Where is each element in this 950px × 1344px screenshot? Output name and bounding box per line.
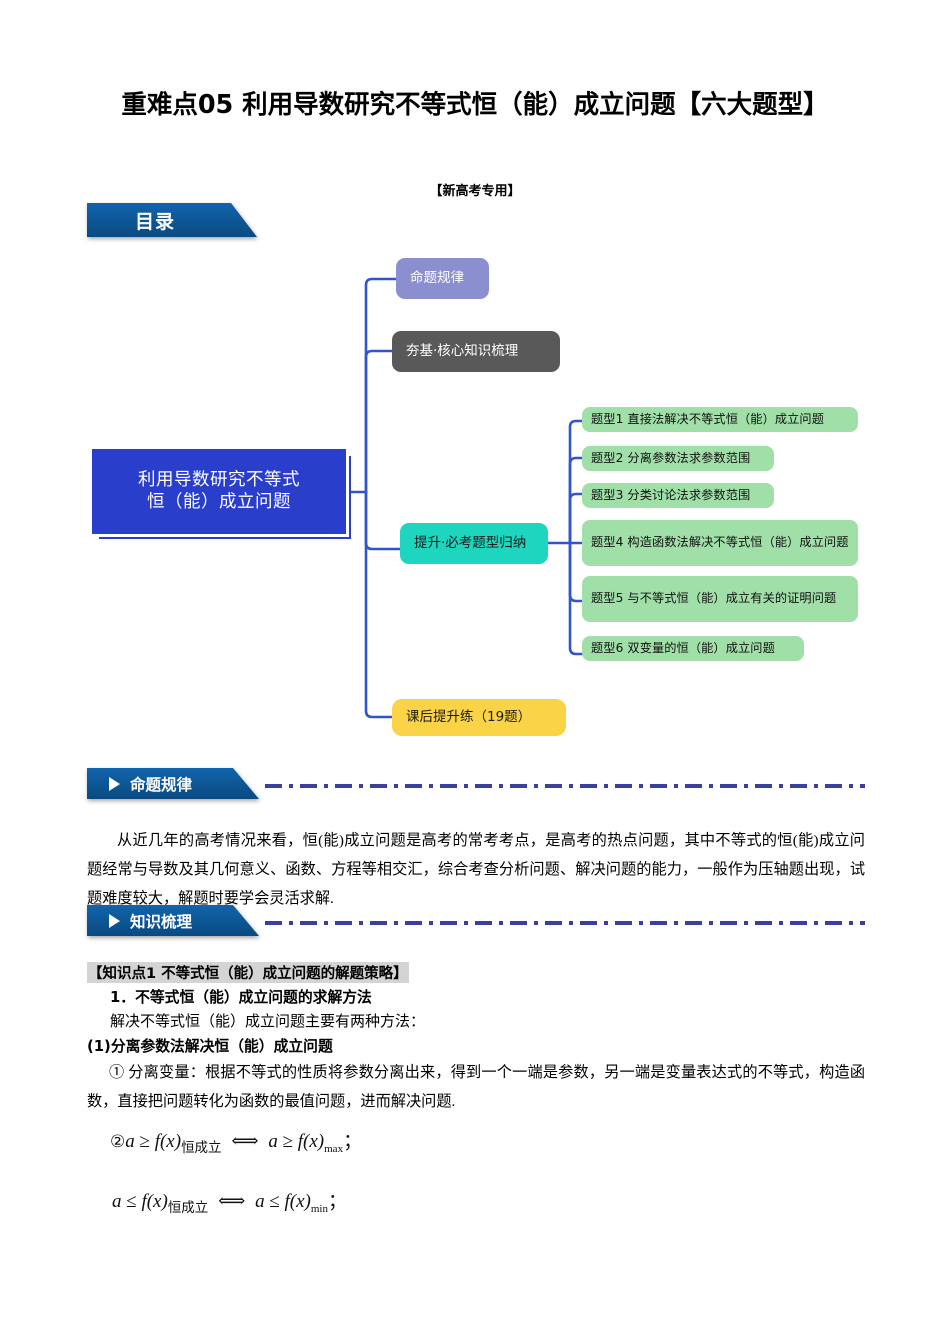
toc-banner-label: 目录 bbox=[135, 210, 176, 233]
formula-1-marker: ② bbox=[110, 1132, 126, 1151]
formula-2-rhs-rel: ≤ bbox=[269, 1191, 280, 1212]
mindmap-topic-label: 题型1 直接法解决不等式恒（能）成立问题 bbox=[591, 412, 825, 426]
mindmap-topic-5: 题型5 与不等式恒（能）成立有关的证明问题 bbox=[582, 576, 858, 622]
formula-1-rhs-fx: f(x) bbox=[297, 1131, 325, 1152]
formula-2-rhs-var: a bbox=[255, 1191, 265, 1212]
mindmap-branch-tisheng-tixing: 提升·必考题型归纳 bbox=[400, 523, 548, 564]
mindmap-branch-label: 夯基·核心知识梳理 bbox=[406, 343, 519, 360]
mindmap-topic-3: 题型3 分类讨论法求参数范围 bbox=[582, 483, 774, 509]
section-header-label: 知识梳理 bbox=[130, 912, 193, 931]
mindmap-topic-label: 题型4 构造函数法解决不等式恒（能）成立问题 bbox=[591, 535, 849, 550]
toc-banner: 目录 bbox=[87, 203, 257, 237]
section-body-mingti-guilv: 从近几年的高考情况来看，恒(能)成立问题是高考的常考考点，是高考的热点问题，其中… bbox=[87, 832, 865, 907]
formula-1-fx: f(x) bbox=[154, 1131, 182, 1152]
section-header-zhishi-shuli: 知识梳理 bbox=[87, 905, 259, 936]
formula-1-rhs-var: a bbox=[268, 1131, 278, 1152]
mindmap-topic-6: 题型6 双变量的恒（能）成立问题 bbox=[582, 636, 804, 662]
knowledge-point-title: 【知识点1 不等式恒（能）成立问题的解题策略】 bbox=[87, 962, 409, 983]
mindmap-branch-mingti-guilv: 命题规律 bbox=[396, 258, 489, 299]
formula-2-sub-cn: 恒成立 bbox=[167, 1200, 209, 1216]
formula-1-lhs-var: a bbox=[125, 1131, 135, 1152]
section-header-mingti-guilv: 命题规律 bbox=[87, 768, 259, 799]
formula-2-fx: f(x) bbox=[141, 1191, 168, 1212]
mindmap-branch-hangji-zhishi: 夯基·核心知识梳理 bbox=[392, 331, 560, 372]
formula-2: a ≤ f(x)恒成立 ⟺ a ≤ f(x)min； bbox=[112, 1186, 348, 1216]
toc-banner-shape bbox=[87, 203, 257, 237]
knowledge-line-2: 解决不等式恒（能）成立问题主要有两种方法： bbox=[110, 1014, 426, 1030]
formula-2-rhs-sub: min bbox=[310, 1203, 328, 1215]
formula-2-tail: ； bbox=[328, 1191, 348, 1212]
mindmap-topic-label: 题型3 分类讨论法求参数范围 bbox=[591, 488, 751, 502]
formula-1-arrow: ⟺ bbox=[231, 1131, 259, 1152]
mindmap-center-line1: 利用导数研究不等式 bbox=[138, 469, 300, 490]
mindmap-branch-label: 命题规律 bbox=[410, 270, 464, 287]
formula-2-rel: ≤ bbox=[126, 1191, 137, 1212]
section-header-label: 命题规律 bbox=[130, 775, 193, 794]
mindmap-center-line2: 恒（能）成立问题 bbox=[147, 491, 291, 512]
formula-1-rel: ≥ bbox=[139, 1131, 150, 1152]
play-triangle-icon bbox=[109, 913, 120, 928]
mindmap-topic-label: 题型5 与不等式恒（能）成立有关的证明问题 bbox=[591, 591, 837, 606]
formula-2-lhs-var: a bbox=[112, 1191, 122, 1212]
knowledge-paragraph: ① 分离变量：根据不等式的性质将参数分离出来，得到一个一端是参数，另一端是变量表… bbox=[87, 1064, 865, 1110]
mindmap-topic-1: 题型1 直接法解决不等式恒（能）成立问题 bbox=[582, 407, 858, 433]
mindmap-topic-label: 题型6 双变量的恒（能）成立问题 bbox=[591, 641, 775, 655]
mindmap-topic-2: 题型2 分离参数法求参数范围 bbox=[582, 446, 774, 472]
formula-1-rhs-rel: ≥ bbox=[282, 1131, 293, 1152]
document-subtitle: 【新高考专用】 bbox=[429, 184, 521, 199]
formula-2-rhs-fx: f(x) bbox=[284, 1191, 311, 1212]
knowledge-line-1: 1．不等式恒（能）成立问题的求解方法 bbox=[110, 989, 372, 1006]
mindmap-branch-label: 提升·必考题型归纳 bbox=[414, 535, 527, 552]
section-divider-dashline bbox=[265, 784, 865, 788]
play-triangle-icon bbox=[109, 776, 120, 791]
formula-1-rhs-sub: max bbox=[324, 1143, 344, 1155]
formula-1-sub-cn: 恒成立 bbox=[181, 1140, 222, 1156]
page-title: 重难点05 利用导数研究不等式恒（能）成立问题【六大题型】 bbox=[121, 90, 829, 120]
knowledge-line-3: (1)分离参数法解决恒（能）成立问题 bbox=[87, 1038, 333, 1055]
section-divider-dashline bbox=[265, 921, 865, 925]
formula-1-tail: ； bbox=[343, 1131, 363, 1152]
mindmap-branch-label: 课后提升练（19题） bbox=[406, 709, 532, 726]
mindmap-topic-label: 题型2 分离参数法求参数范围 bbox=[591, 451, 751, 465]
mindmap-topic-4: 题型4 构造函数法解决不等式恒（能）成立问题 bbox=[582, 520, 858, 566]
formula-1: ②a ≥ f(x)恒成立 ⟺ a ≥ f(x)max； bbox=[110, 1126, 363, 1156]
formula-2-arrow: ⟺ bbox=[218, 1191, 246, 1212]
mindmap-branch-kehou-tishenglian: 课后提升练（19题） bbox=[392, 699, 566, 736]
mindmap-center-node: 利用导数研究不等式 恒（能）成立问题 bbox=[92, 449, 346, 534]
